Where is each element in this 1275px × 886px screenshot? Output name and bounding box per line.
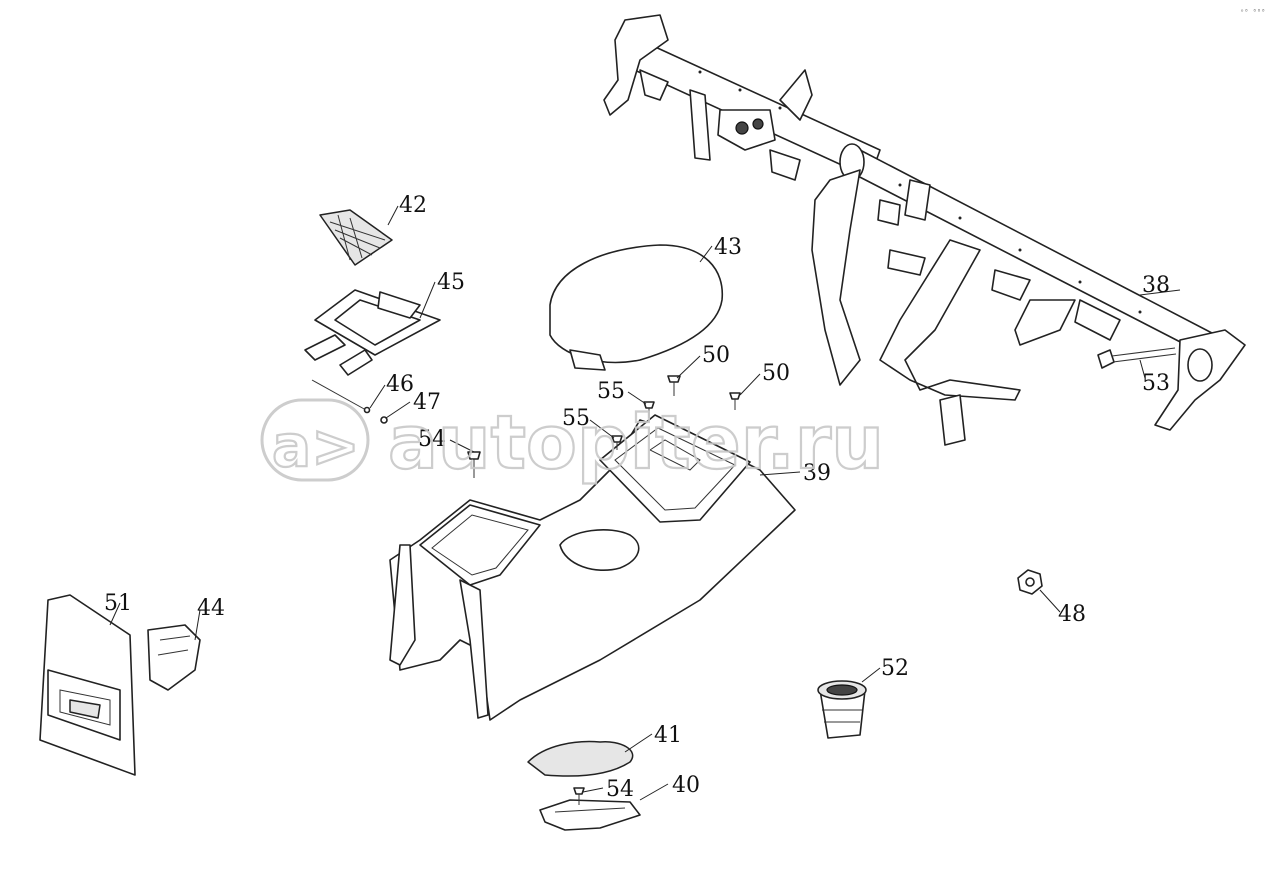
part-45-tray-frame[interactable]	[304, 289, 441, 376]
callout-52: 52	[881, 656, 909, 681]
leader-lines	[109, 205, 1181, 801]
watermark-text: autopiter.ru	[388, 400, 884, 486]
part-54-screw-b[interactable]	[573, 787, 585, 805]
callout-54a: 54	[418, 427, 446, 452]
callout-43: 43	[714, 235, 742, 260]
callout-54b: 54	[606, 777, 634, 802]
part-39-center-console[interactable]	[389, 414, 796, 721]
callout-labels: 38 39 40 41 42 43 44 45 46 47 48 50 50 5…	[104, 193, 1170, 802]
callout-41: 41	[654, 723, 682, 748]
callout-44: 44	[197, 596, 225, 621]
callout-50a: 50	[702, 343, 730, 368]
part-50-screw-b[interactable]	[729, 392, 741, 410]
part-41-shift-trim[interactable]	[527, 740, 634, 777]
part-40-trim-bracket[interactable]	[539, 799, 641, 831]
callout-42: 42	[399, 193, 427, 218]
corner-mark: ᵒ⁰ ⁰⁰⁰	[1240, 8, 1265, 16]
part-44-bracket[interactable]	[147, 624, 201, 691]
callout-48: 48	[1058, 602, 1086, 627]
callout-47: 47	[413, 390, 441, 415]
part-54-screw-a[interactable]	[467, 451, 481, 478]
callout-39: 39	[803, 461, 831, 486]
callout-50b: 50	[762, 361, 790, 386]
callout-38: 38	[1142, 273, 1170, 298]
part-48-nut[interactable]	[1017, 569, 1043, 595]
part-47-clip[interactable]	[380, 416, 388, 424]
part-51-rear-panel[interactable]	[39, 594, 136, 776]
part-52-power-socket[interactable]	[817, 680, 867, 739]
callout-51: 51	[104, 591, 132, 616]
part-53-bolt[interactable]	[1097, 347, 1177, 369]
callout-40: 40	[672, 773, 700, 798]
part-50-screw-a[interactable]	[667, 375, 681, 396]
callout-45: 45	[437, 270, 465, 295]
watermark-logo-glyph: a>	[272, 412, 360, 480]
part-42-grille-mat[interactable]	[319, 209, 393, 266]
watermark-logo-icon	[260, 398, 370, 482]
callout-46: 46	[386, 372, 414, 397]
watermark: a> autopiter.ru	[260, 398, 885, 487]
callout-55a: 55	[597, 379, 625, 404]
callout-53: 53	[1142, 371, 1170, 396]
part-55-screw-b[interactable]	[611, 435, 623, 450]
part-46-rod[interactable]	[311, 379, 371, 414]
part-43-armrest-lid[interactable]	[549, 244, 724, 371]
callout-55b: 55	[562, 406, 590, 431]
part-38-crossbeam[interactable]	[603, 14, 1246, 446]
part-55-screw-a[interactable]	[643, 401, 655, 418]
